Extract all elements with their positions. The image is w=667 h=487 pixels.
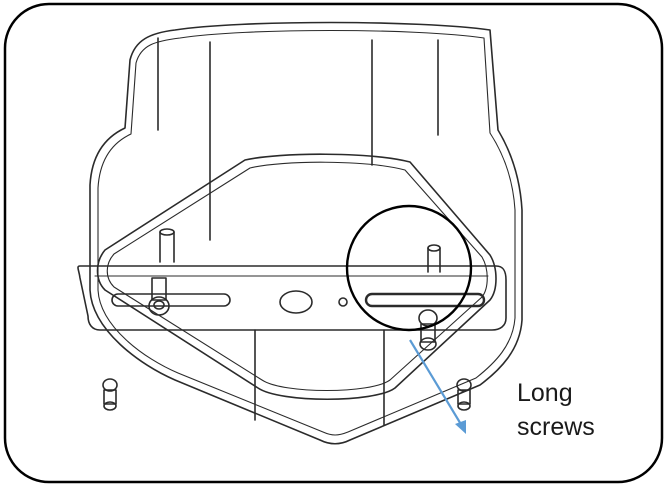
callout-label-line-2: screws: [517, 413, 595, 441]
left-slot-screw: [148, 277, 170, 316]
upright-post: [427, 244, 441, 273]
mount-plate-diamond: [96, 153, 497, 400]
left-slot: [111, 293, 231, 307]
callout-arrow: [409, 339, 466, 434]
left-post: [159, 228, 175, 263]
callout-label: Long screws: [517, 376, 595, 444]
small-hole: [338, 297, 348, 307]
mount-bracket: [77, 265, 507, 331]
loose-screw-right: [456, 378, 472, 411]
right-slot: [364, 292, 486, 308]
mount-plate-diamond-inner: [106, 161, 488, 392]
loose-screw-left: [102, 378, 118, 411]
highlight-circle: [345, 204, 473, 332]
device-outer-body: [89, 21, 523, 445]
callout-label-line-1: Long: [517, 379, 573, 407]
center-hole: [279, 290, 313, 314]
device-outer-body-inner: [97, 29, 516, 436]
mount-illustration: [77, 21, 523, 445]
